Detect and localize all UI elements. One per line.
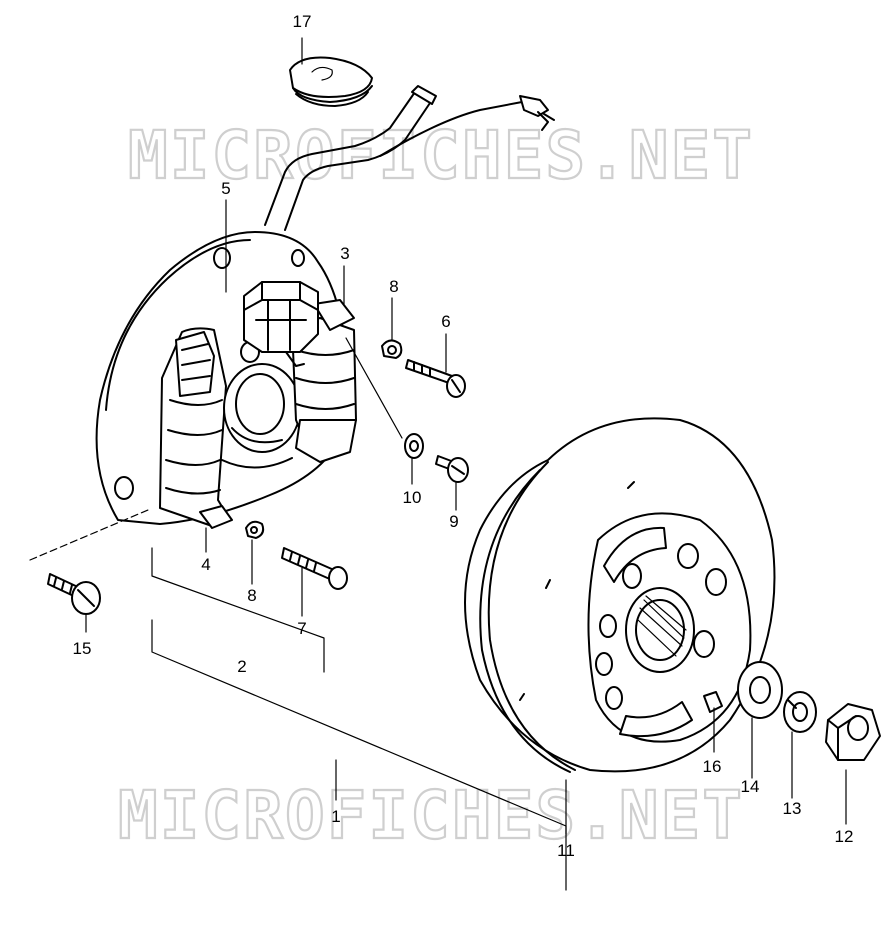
rotor-flywheel-part-11 [464, 417, 776, 773]
callout-5: 5 [221, 179, 230, 198]
key-part-16 [703, 691, 723, 713]
pulser-coil-part-5 [243, 281, 319, 367]
callout-16: 16 [703, 757, 722, 776]
callout-9: 9 [449, 512, 458, 531]
callout-14: 14 [741, 777, 760, 796]
washer-part-10 [404, 433, 424, 459]
nut-part-12 [825, 703, 881, 761]
callout-8-lower: 8 [247, 586, 256, 605]
stator-center-boss [221, 341, 301, 469]
callout-6: 6 [441, 312, 450, 331]
callout-3: 3 [340, 244, 349, 263]
callout-15: 15 [73, 639, 92, 658]
screw-part-9 [435, 455, 469, 483]
watermark-top: MICROFICHES.NET [128, 117, 754, 194]
callout-4: 4 [201, 555, 210, 574]
callout-11: 11 [557, 841, 575, 860]
callout-7: 7 [297, 619, 306, 638]
washer-part-14 [737, 661, 783, 719]
watermark-bottom: MICROFICHES.NET [118, 777, 744, 854]
callout-2: 2 [237, 657, 246, 676]
callout-13: 13 [783, 799, 802, 818]
grommet-part-17 [289, 56, 373, 107]
screw-part-6 [405, 359, 466, 398]
washer-part-8-lower [245, 520, 265, 539]
leader-lines [29, 37, 847, 891]
callout-1: 1 [331, 807, 340, 826]
callout-8-upper: 8 [389, 277, 398, 296]
callout-17: 17 [293, 12, 312, 31]
screw-part-15 [47, 573, 101, 615]
washer-part-8-upper [381, 339, 403, 359]
lock-washer-part-13 [783, 691, 817, 733]
callout-10: 10 [403, 488, 422, 507]
callout-12: 12 [835, 827, 854, 846]
screw-part-7 [281, 547, 348, 590]
wire-harness [264, 85, 555, 231]
coil-part-3 [291, 299, 357, 463]
coil-part-4 [159, 327, 233, 529]
